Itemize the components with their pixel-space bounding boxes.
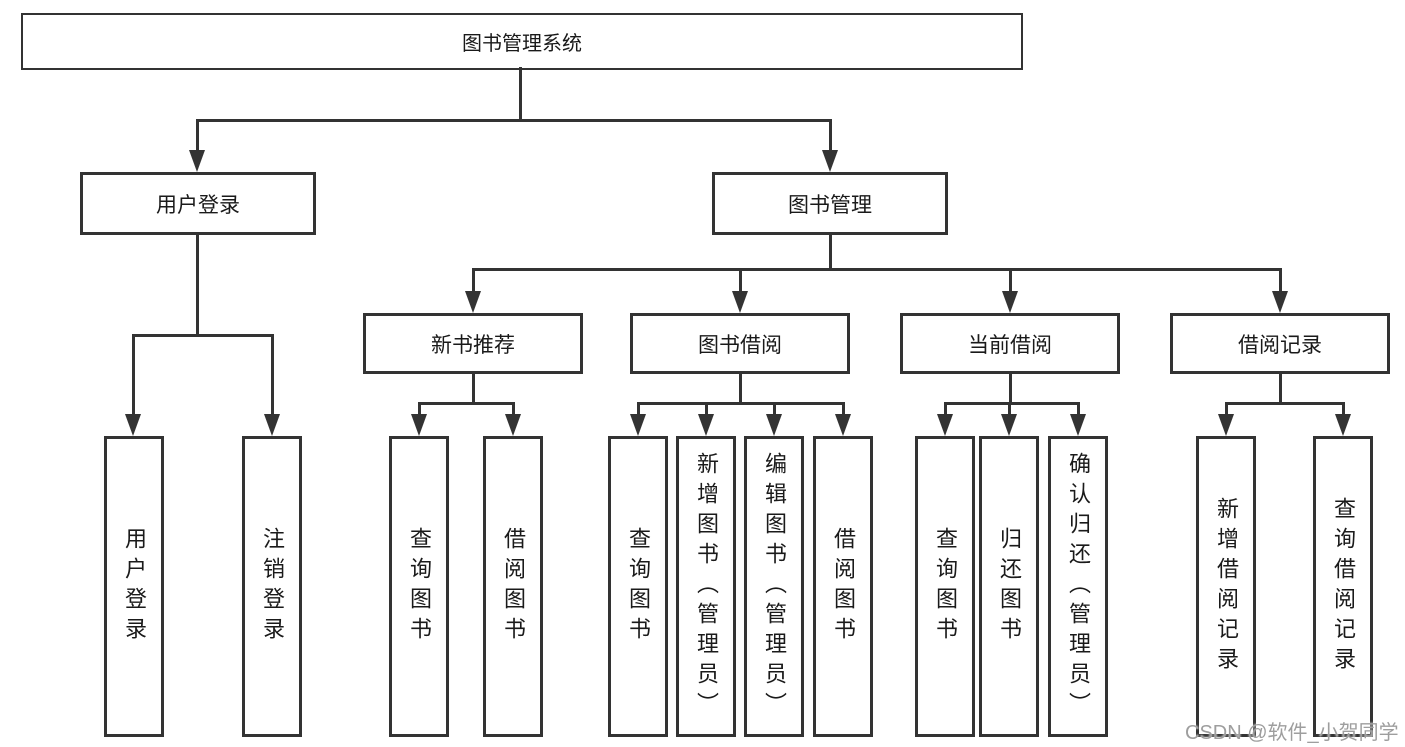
node-label: 借阅记录	[1238, 333, 1322, 357]
node-label: 图书管理系统	[462, 33, 582, 55]
arrow-down-icon	[1335, 414, 1351, 436]
connector-line	[1342, 402, 1345, 418]
leaf-label: 注销登录	[260, 526, 285, 647]
node-label: 用户登录	[156, 193, 240, 217]
arrow-down-icon	[125, 414, 141, 436]
arrow-down-icon	[264, 414, 280, 436]
connector-line	[842, 402, 845, 418]
leaf-add-borrow-record: 新增借阅记录	[1196, 436, 1256, 737]
arrow-down-icon	[1272, 291, 1288, 313]
connector-line	[132, 334, 135, 418]
connector-line	[418, 402, 515, 405]
arrow-down-icon	[411, 414, 427, 436]
connector-line	[418, 402, 421, 418]
node-label: 图书借阅	[698, 333, 782, 357]
connector-line	[1225, 402, 1228, 418]
connector-line	[739, 268, 742, 293]
leaf-label: 借阅图书	[831, 526, 856, 647]
leaf-return-books: 归还图书	[979, 436, 1039, 737]
leaf-label: 新增借阅记录	[1214, 496, 1239, 677]
connector-line	[705, 402, 708, 418]
node-user-login: 用户登录	[80, 172, 316, 235]
arrow-down-icon	[505, 414, 521, 436]
leaf-query-borrow-record: 查询借阅记录	[1313, 436, 1373, 737]
arrow-down-icon	[698, 414, 714, 436]
connector-line	[773, 402, 776, 418]
leaf-label: 新增图书（管理员）	[694, 451, 719, 722]
leaf-label: 借阅图书	[501, 526, 526, 647]
leaf-label: 用户登录	[122, 526, 147, 647]
arrow-down-icon	[835, 414, 851, 436]
leaf-label: 查询图书	[626, 526, 651, 647]
arrow-down-icon	[732, 291, 748, 313]
arrow-down-icon	[822, 150, 838, 172]
arrow-down-icon	[1002, 291, 1018, 313]
connector-line	[271, 334, 274, 418]
connector-line	[944, 402, 1080, 405]
leaf-label: 归还图书	[997, 526, 1022, 647]
connector-line	[637, 402, 640, 418]
connector-line	[472, 268, 1282, 271]
node-new-book-recommend: 新书推荐	[363, 313, 583, 374]
leaf-logout: 注销登录	[242, 436, 302, 737]
connector-line	[637, 402, 845, 405]
arrow-down-icon	[1001, 414, 1017, 436]
connector-line	[472, 268, 475, 293]
connector-line	[1279, 371, 1282, 405]
connector-line	[944, 402, 947, 418]
node-label: 图书管理	[788, 193, 872, 217]
connector-line	[739, 371, 742, 405]
connector-line	[1077, 402, 1080, 418]
connector-line	[1009, 371, 1012, 405]
leaf-query-books-recommend: 查询图书	[389, 436, 449, 737]
arrow-down-icon	[937, 414, 953, 436]
csdn-watermark: CSDN @软件_小贺同学	[1185, 722, 1399, 744]
leaf-query-books-current: 查询图书	[915, 436, 975, 737]
arrow-down-icon	[1070, 414, 1086, 436]
leaf-label: 查询借阅记录	[1331, 496, 1356, 677]
leaf-edit-books-admin: 编辑图书（管理员）	[744, 436, 804, 737]
leaf-add-books-admin: 新增图书（管理员）	[676, 436, 736, 737]
arrow-down-icon	[1218, 414, 1234, 436]
connector-line	[519, 67, 522, 121]
node-current-borrowing: 当前借阅	[900, 313, 1120, 374]
node-library-system: 图书管理系统	[21, 13, 1023, 70]
leaf-user-login: 用户登录	[104, 436, 164, 737]
node-borrowing-records: 借阅记录	[1170, 313, 1390, 374]
connector-line	[829, 234, 832, 271]
arrow-down-icon	[766, 414, 782, 436]
leaf-confirm-return-admin: 确认归还（管理员）	[1048, 436, 1108, 737]
leaf-label: 查询图书	[933, 526, 958, 647]
connector-line	[1225, 402, 1345, 405]
connector-line	[472, 371, 475, 405]
connector-line	[1008, 402, 1011, 418]
arrow-down-icon	[630, 414, 646, 436]
arrow-down-icon	[465, 291, 481, 313]
connector-line	[196, 119, 832, 122]
leaf-query-books-borrow: 查询图书	[608, 436, 668, 737]
leaf-label: 确认归还（管理员）	[1066, 451, 1091, 722]
connector-line	[196, 119, 199, 153]
node-book-borrowing: 图书借阅	[630, 313, 850, 374]
connector-line	[132, 334, 274, 337]
connector-line	[196, 234, 199, 337]
leaf-borrow-books-borrow: 借阅图书	[813, 436, 873, 737]
connector-line	[829, 119, 832, 153]
arrow-down-icon	[189, 150, 205, 172]
connector-line	[1009, 268, 1012, 293]
connector-line	[1279, 268, 1282, 293]
leaf-label: 编辑图书（管理员）	[762, 451, 787, 722]
node-label: 新书推荐	[431, 333, 515, 357]
node-label: 当前借阅	[968, 333, 1052, 357]
leaf-borrow-books-recommend: 借阅图书	[483, 436, 543, 737]
connector-line	[512, 402, 515, 418]
leaf-label: 查询图书	[407, 526, 432, 647]
node-book-management: 图书管理	[712, 172, 948, 235]
